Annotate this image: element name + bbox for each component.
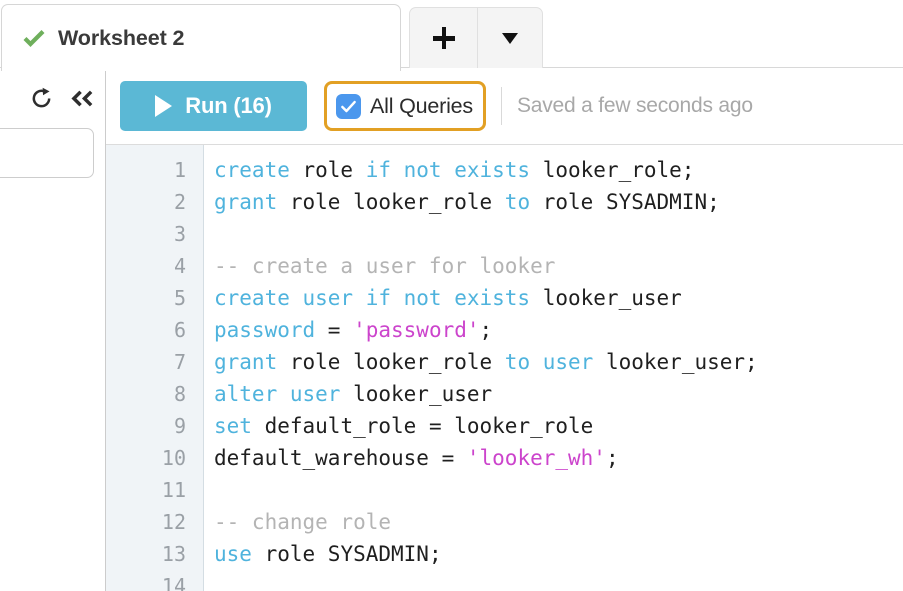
code-token: looker_role;	[530, 158, 695, 182]
code-token: role	[289, 158, 366, 182]
code-line[interactable]: grant role looker_role to role SYSADMIN;	[214, 186, 903, 218]
plus-icon	[432, 27, 455, 49]
code-token: -- change role	[214, 510, 392, 534]
code-token: -- create a user for looker	[214, 254, 556, 278]
code-token: create	[214, 158, 290, 182]
left-panel	[0, 68, 105, 591]
code-token: looker_user	[340, 382, 493, 406]
line-number: 2	[173, 190, 186, 214]
code-token: role SYSADMIN;	[251, 542, 442, 566]
check-icon	[23, 30, 45, 47]
tab-title: Worksheet 2	[58, 25, 185, 50]
panel-divider	[105, 68, 106, 591]
code-line[interactable]	[214, 570, 903, 591]
code-token: grant	[214, 350, 278, 374]
tab-menu-button[interactable]	[477, 7, 543, 68]
line-number: 12	[161, 510, 186, 534]
code-line[interactable]	[214, 218, 903, 250]
checkbox-box[interactable]	[336, 93, 361, 119]
line-number: 11	[161, 478, 186, 502]
code-token: to	[504, 190, 531, 214]
run-button-label: Run (16)	[185, 93, 272, 118]
line-number: 7	[173, 350, 186, 374]
saved-status: Saved a few seconds ago	[516, 94, 753, 117]
code-token: ;	[605, 446, 619, 470]
refresh-icon	[32, 87, 51, 108]
tab-worksheet-2[interactable]: Worksheet 2	[1, 4, 401, 71]
code-token: default_warehouse =	[214, 446, 467, 470]
code-token: looker_user	[530, 286, 682, 310]
code-line[interactable]: default_warehouse = 'looker_wh';	[214, 442, 903, 474]
code-token: to user	[504, 350, 594, 374]
left-panel-toolbar	[30, 87, 96, 110]
code-token: =	[315, 318, 354, 342]
code-token: password	[214, 318, 316, 342]
chevron-down-icon	[502, 32, 518, 44]
refresh-button[interactable]	[30, 87, 53, 110]
line-number: 14	[161, 574, 186, 591]
code-line[interactable]: password = 'password';	[214, 314, 903, 346]
code-token: if not exists	[365, 158, 531, 182]
tab-controls	[409, 7, 543, 68]
code-line[interactable]: create role if not exists looker_role;	[214, 154, 903, 186]
play-triangle-icon	[155, 95, 173, 117]
double-chevron-left-icon	[71, 90, 93, 107]
code-token: use	[214, 542, 252, 566]
line-number: 9	[173, 414, 186, 438]
line-number: 6	[173, 318, 186, 342]
code-line[interactable]: use role SYSADMIN;	[214, 538, 903, 570]
worksheet-toolbar: Run (16) All Queries Saved a few seconds…	[106, 68, 903, 144]
search-input[interactable]	[0, 128, 94, 178]
code-token: ;	[479, 318, 493, 342]
code-line[interactable]: create user if not exists looker_user	[214, 282, 903, 314]
code-token: 'password'	[353, 318, 480, 342]
all-queries-label: All Queries	[370, 93, 473, 118]
code-token: alter user	[214, 382, 341, 406]
code-token: looker_user;	[593, 350, 758, 374]
line-number: 3	[173, 222, 186, 246]
code-line[interactable]	[214, 474, 903, 506]
code-token: create user if not exists	[214, 286, 531, 310]
code-line[interactable]: -- create a user for looker	[214, 250, 903, 282]
checkmark-icon	[341, 100, 356, 112]
line-number: 8	[173, 382, 186, 406]
code-content[interactable]: create role if not exists looker_role;gr…	[204, 145, 903, 591]
toolbar-divider	[500, 87, 502, 125]
code-token: 'looker_wh'	[466, 446, 606, 470]
line-number: 13	[161, 542, 186, 566]
code-token: set	[214, 414, 252, 438]
line-number: 10	[161, 446, 186, 470]
collapse-panel-button[interactable]	[69, 87, 96, 110]
code-line[interactable]: set default_role = looker_role	[214, 410, 903, 442]
code-token: role looker_role	[277, 350, 505, 374]
all-queries-checkbox[interactable]: All Queries	[324, 81, 486, 131]
run-button[interactable]: Run (16)	[120, 81, 307, 131]
code-line[interactable]: -- change role	[214, 506, 903, 538]
code-line[interactable]: alter user looker_user	[214, 378, 903, 410]
line-number: 5	[173, 286, 186, 310]
line-number: 4	[173, 254, 186, 278]
code-token: role looker_role	[277, 190, 505, 214]
code-token: grant	[214, 190, 278, 214]
line-number: 1	[173, 158, 186, 182]
code-token: default_role = looker_role	[251, 414, 594, 438]
tab-bar: Worksheet 2	[0, 0, 903, 71]
main-area: Run (16) All Queries Saved a few seconds…	[106, 68, 903, 591]
new-tab-button[interactable]	[409, 7, 477, 68]
code-token: role SYSADMIN;	[530, 190, 720, 214]
code-line[interactable]: grant role looker_role to user looker_us…	[214, 346, 903, 378]
